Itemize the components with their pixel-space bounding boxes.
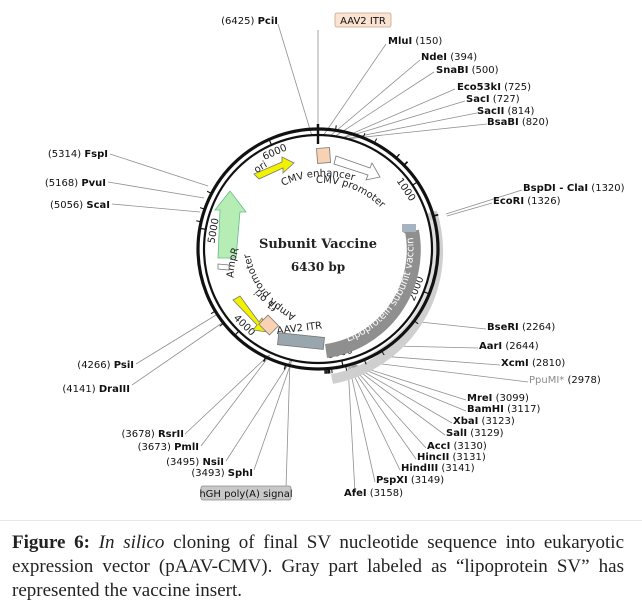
- site-tick-scai: [196, 220, 202, 223]
- site-pspxi: PspXI (3149): [376, 475, 444, 486]
- site-tick-bspdi-clai: [433, 213, 439, 217]
- svg-text:Lipoprotein subunit vaccine: Lipoprotein subunit vaccine: [0, 0, 417, 345]
- site-hindiii: HindIII (3141): [401, 463, 475, 474]
- tick-mark-4000: [233, 329, 241, 337]
- site-tick-ppumi: [345, 365, 348, 371]
- tick-mark-1000: [411, 180, 419, 187]
- plasmid-name: Subunit Vaccine: [259, 237, 377, 252]
- site-bseri: BseRI (2264): [487, 322, 555, 333]
- site-draiii: (4141) DraIII: [62, 384, 130, 395]
- figure-caption: Figure 6: In silico cloning of final SV …: [12, 531, 624, 603]
- site-sacii: SacII (814): [477, 106, 535, 117]
- feature-cmv-promoter-label: CMV promoter: [316, 175, 388, 211]
- plasmid-size: 6430 bp: [291, 260, 345, 274]
- feature-aav2-top-box: [316, 147, 331, 164]
- site-leader-lines: [107, 23, 529, 494]
- site-ecori: EcoRI (1326): [493, 196, 561, 207]
- site-acci: AccI (3130): [427, 441, 487, 452]
- tick-mark-3000: [340, 359, 344, 368]
- tick-mark-6000: [268, 138, 273, 147]
- caption-text: cloning of final SV nucleotide sequence …: [12, 532, 625, 601]
- site-sphi: (3493) SphI: [191, 468, 253, 479]
- hgh-polya-text: hGH poly(A) signal: [199, 489, 292, 500]
- site-mrei: MreI (3099): [467, 393, 529, 404]
- site-tick-mlui: [335, 125, 337, 131]
- site-tick-ndei: [362, 132, 366, 138]
- site-fspi: (5314) FspI: [48, 149, 108, 160]
- site-sali: SalI (3129): [446, 428, 504, 439]
- tick-label-1000: 1000: [394, 176, 417, 203]
- restriction-site-labels: (6425) PciI MluI (150) NdeI (394) SnaBI …: [45, 16, 625, 499]
- site-tick-draiii: [219, 322, 224, 327]
- feature-cmv-promoter: CMV promoter: [316, 175, 388, 211]
- site-bspdi-clai: BspDI - ClaI (1320): [523, 183, 625, 194]
- site-tick-ecori: [433, 214, 439, 217]
- tick-mark-2000: [422, 290, 431, 295]
- aav2-itr-top-boxed-label: AAV2 ITR: [334, 12, 392, 28]
- site-ndei: NdeI (394): [421, 52, 477, 63]
- site-tick-saci: [395, 153, 400, 159]
- figure-label: Figure 6:: [12, 532, 90, 553]
- tick-label-5000: 5000: [206, 217, 221, 244]
- svg-text:CMV promoter: CMV promoter: [316, 175, 388, 211]
- site-tick-fspi: [206, 190, 212, 195]
- site-tick-psii: [210, 310, 216, 315]
- tick-mark-5000: [198, 227, 207, 231]
- site-bsabi: BsaBI (820): [487, 117, 549, 128]
- caption-italic: In silico: [98, 532, 165, 553]
- site-psii: (4266) PsiI: [77, 360, 134, 371]
- site-tick-pvui: [199, 207, 205, 210]
- site-pmli: (3673) PmlI: [138, 442, 199, 453]
- site-nsii: (3495) NsiI: [166, 457, 224, 468]
- site-tick-bsabi: [403, 161, 409, 166]
- site-ppumi: PpuMI* (2978): [529, 375, 601, 386]
- site-snabi: SnaBI (500): [436, 65, 499, 76]
- site-tick-mrei: [331, 368, 333, 374]
- site-pvui: (5168) PvuI: [45, 178, 106, 189]
- hgh-polya-boxed-label: hGH poly(A) signal: [199, 485, 293, 501]
- feature-grey-box: [277, 332, 325, 350]
- site-mlui: MluI (150): [388, 36, 442, 47]
- site-bamhi: BamHI (3117): [467, 404, 540, 415]
- aav2-itr-top-text: AAV2 ITR: [340, 16, 386, 27]
- site-tick-sacii: [403, 161, 408, 166]
- site-scai: (5056) ScaI: [50, 200, 110, 211]
- site-hincii: HincII (3131): [417, 452, 486, 463]
- feature-lipoprotein-label: Lipoprotein subunit vaccine: [0, 0, 417, 345]
- site-rsrii: (3678) RsrII: [122, 429, 184, 440]
- site-pcii: (6425) PciI: [221, 16, 278, 27]
- site-tick-snabi: [373, 138, 378, 144]
- site-tick-pmli: [263, 356, 267, 362]
- site-tick-nsii: [283, 364, 287, 370]
- site-afei: AfeI (3158): [344, 488, 403, 499]
- site-aari: AarI (2644): [479, 341, 539, 352]
- site-tick-xcmi: [363, 359, 367, 365]
- site-xbai: XbaI (3123): [453, 416, 515, 427]
- site-eco53ki: Eco53kI (725): [457, 82, 531, 93]
- site-tick-marks: [196, 123, 439, 374]
- site-tick-aari: [381, 350, 385, 356]
- site-xcmi: XcmI (2810): [501, 358, 565, 369]
- site-tick-rsrii: [262, 356, 266, 362]
- site-tick-bseri: [413, 320, 419, 325]
- site-saci: SacI (727): [466, 94, 520, 105]
